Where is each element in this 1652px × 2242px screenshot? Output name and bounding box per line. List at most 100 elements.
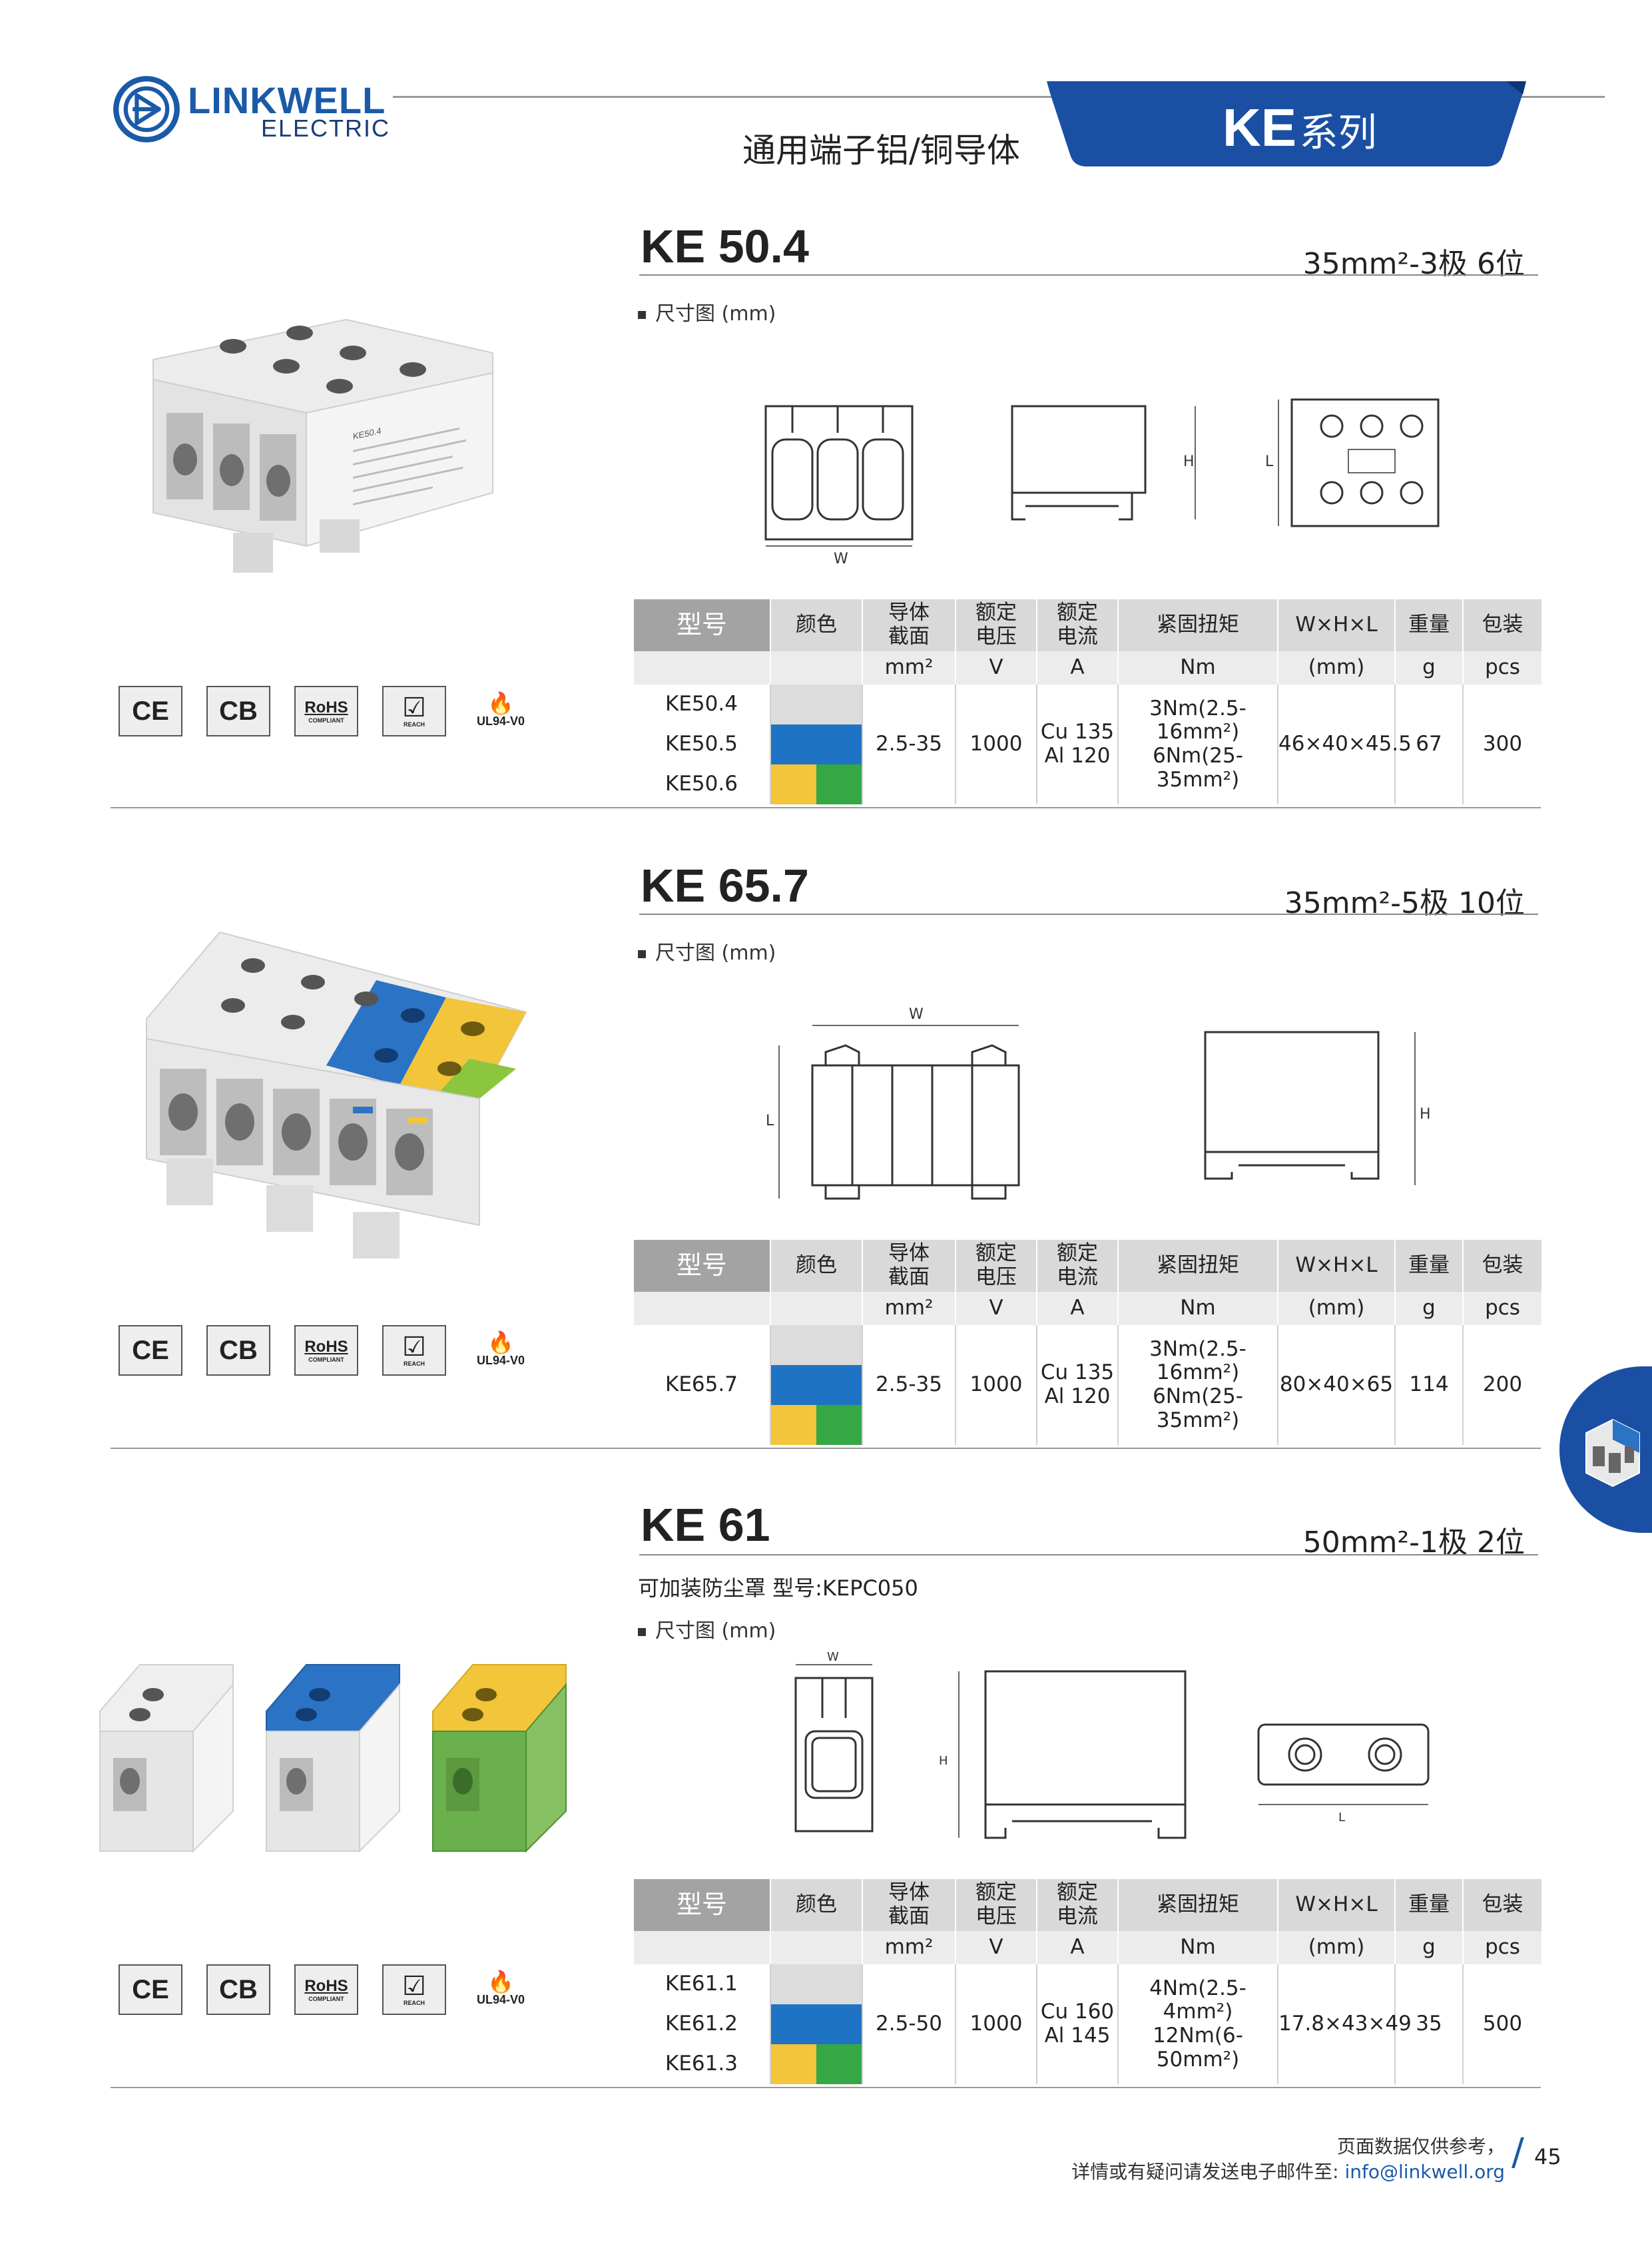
model-cell: KE65.7 bbox=[665, 1372, 738, 1397]
unit-torque: Nm bbox=[1117, 1931, 1278, 1964]
unit-torque: Nm bbox=[1117, 1292, 1278, 1325]
side-view-drawing: H bbox=[1204, 1031, 1431, 1185]
col-torque: 紧固扭矩 bbox=[1117, 599, 1278, 651]
unit-current: A bbox=[1036, 1931, 1118, 1964]
series-code: KE bbox=[1223, 98, 1297, 157]
color-swatch-yellow-green bbox=[770, 1405, 862, 1445]
reach-mark-icon: ☑REACH bbox=[382, 686, 446, 736]
unit-voltage: V bbox=[955, 1292, 1037, 1325]
dust-cover-note: 可加装防尘罩 型号:KEPC050 bbox=[638, 1575, 918, 1601]
unit-section: mm² bbox=[862, 1292, 956, 1325]
col-model: 型号 bbox=[633, 599, 770, 651]
footer-email-link[interactable]: info@linkwell.org bbox=[1344, 2160, 1505, 2183]
linkwell-logo-icon bbox=[113, 76, 180, 142]
front-view-drawing: W bbox=[764, 405, 914, 566]
front-view-drawing: W bbox=[794, 1651, 874, 1832]
side-view-drawing: H bbox=[1011, 405, 1196, 521]
unit-current: A bbox=[1036, 651, 1118, 685]
color-swatch-gray bbox=[770, 1964, 862, 2004]
color-swatch-gray bbox=[770, 1325, 862, 1365]
col-section: 导体截面 bbox=[862, 1240, 956, 1292]
reach-mark-icon: ☑REACH bbox=[382, 1964, 446, 2015]
table-row bbox=[633, 1405, 1541, 1445]
color-swatch-yellow-green bbox=[770, 2044, 862, 2084]
unit-voltage: V bbox=[955, 1931, 1037, 1964]
table-row: KE50.5 bbox=[633, 724, 1541, 764]
dims-cell: 46×40×45.5 bbox=[1277, 685, 1412, 804]
unit-voltage: V bbox=[955, 651, 1037, 685]
model-cell: KE61.2 bbox=[665, 2012, 738, 2036]
section-divider bbox=[111, 807, 1541, 808]
col-pack: 包装 bbox=[1462, 1240, 1541, 1292]
top-view-drawing: W L bbox=[766, 1006, 1020, 1200]
weight-cell: 35 bbox=[1394, 1964, 1463, 2084]
product-spec: 35mm²-5极 10位 bbox=[1284, 886, 1525, 920]
unit-current: A bbox=[1036, 1292, 1118, 1325]
svg-text:W: W bbox=[909, 1006, 924, 1023]
unit-dims: (mm) bbox=[1277, 1931, 1395, 1964]
spec-table: 型号 颜色 导体截面 额定电压 额定电流 紧固扭矩 W×H×L 重量 包装 mm… bbox=[633, 1879, 1541, 2084]
svg-text:H: H bbox=[1420, 1106, 1431, 1123]
section-divider bbox=[111, 2087, 1541, 2088]
unit-weight: g bbox=[1394, 651, 1463, 685]
unit-dims: (mm) bbox=[1277, 651, 1395, 685]
top-view-drawing: L bbox=[1257, 1723, 1430, 1824]
table-row: KE50.6 bbox=[633, 764, 1541, 804]
col-voltage: 额定电压 bbox=[955, 1879, 1037, 1931]
color-swatch-blue bbox=[770, 2004, 862, 2044]
color-swatch-gray bbox=[770, 685, 862, 724]
col-dims: W×H×L bbox=[1277, 1879, 1395, 1931]
unit-pack: pcs bbox=[1462, 1292, 1541, 1325]
title-rule bbox=[639, 914, 1538, 915]
pack-cell: 500 bbox=[1462, 1964, 1541, 2084]
voltage-cell: 1000 bbox=[955, 685, 1037, 804]
page-number: 45 bbox=[1534, 2144, 1561, 2169]
col-section: 导体截面 bbox=[862, 599, 956, 651]
spec-table: 型号 颜色 导体截面 额定电压 额定电流 紧固扭矩 W×H×L 重量 包装 mm… bbox=[633, 1240, 1541, 1445]
ce-mark-icon: CE bbox=[119, 1964, 182, 2015]
col-current: 额定电流 bbox=[1036, 599, 1118, 651]
col-current: 额定电流 bbox=[1036, 1240, 1118, 1292]
voltage-cell: 1000 bbox=[955, 1964, 1037, 2084]
color-swatch-blue bbox=[770, 1365, 862, 1405]
title-rule bbox=[639, 1554, 1538, 1555]
model-cell: KE50.6 bbox=[665, 772, 738, 796]
side-tab-terminal-icon bbox=[1559, 1366, 1652, 1533]
section-cell: 2.5-35 bbox=[862, 685, 956, 804]
color-swatch-yellow-green bbox=[770, 764, 862, 804]
unit-weight: g bbox=[1394, 1931, 1463, 1964]
col-dims: W×H×L bbox=[1277, 1240, 1395, 1292]
col-weight: 重量 bbox=[1394, 1879, 1463, 1931]
unit-pack: pcs bbox=[1462, 651, 1541, 685]
col-voltage: 额定电压 bbox=[955, 599, 1037, 651]
series-tab-shape bbox=[1047, 81, 1526, 166]
model-cell: KE50.4 bbox=[665, 692, 738, 716]
drawing-label: 尺寸图 (mm) bbox=[638, 1614, 776, 1643]
unit-weight: g bbox=[1394, 1292, 1463, 1325]
color-swatch-blue bbox=[770, 724, 862, 764]
product-photo bbox=[146, 931, 527, 1259]
col-color: 颜色 bbox=[770, 1240, 862, 1292]
col-pack: 包装 bbox=[1462, 1879, 1541, 1931]
table-row bbox=[633, 1365, 1541, 1405]
ul94v0-flame-icon: 🔥UL94-V0 bbox=[476, 1329, 525, 1367]
pack-cell: 300 bbox=[1462, 685, 1541, 804]
footer-line-2: 详情或有疑问请发送电子邮件至: info@linkwell.org bbox=[1071, 2160, 1505, 2183]
weight-cell: 114 bbox=[1394, 1325, 1463, 1445]
svg-text:H: H bbox=[1183, 453, 1195, 470]
unit-dims: (mm) bbox=[1277, 1292, 1395, 1325]
torque-cell: 3Nm(2.5-16mm²)6Nm(25-35mm²) bbox=[1117, 1325, 1278, 1445]
cb-mark-icon: CB bbox=[206, 1964, 270, 2015]
col-dims: W×H×L bbox=[1277, 599, 1395, 651]
side-view-drawing: H bbox=[939, 1670, 1187, 1839]
table-row: KE61.2 bbox=[633, 2004, 1541, 2044]
product-photo: KE50.4 bbox=[152, 318, 493, 573]
top-view-drawing: L bbox=[1265, 398, 1440, 527]
section-cell: 2.5-35 bbox=[862, 1325, 956, 1445]
